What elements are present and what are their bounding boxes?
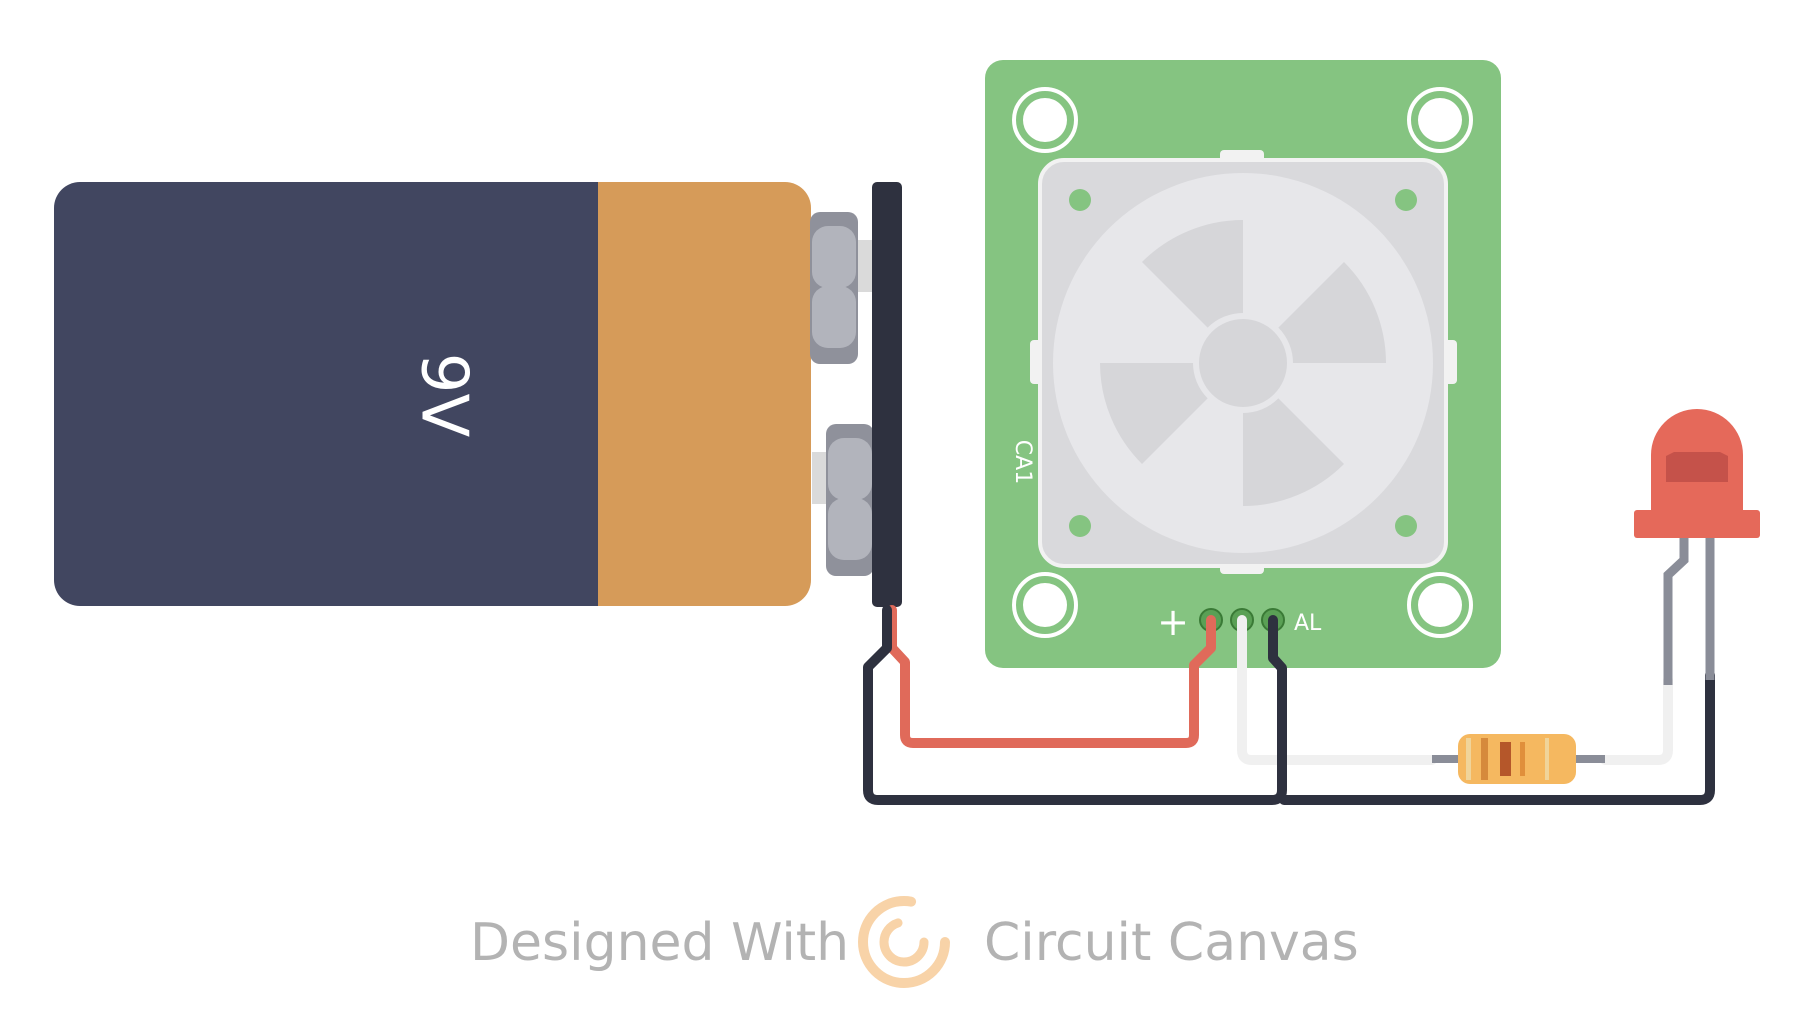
wire-white-led [1600, 675, 1673, 765]
circuit-canvas-logo-icon [858, 896, 950, 988]
wire-black-battery [863, 605, 1287, 805]
watermark-brand: Circuit Canvas [984, 913, 1359, 973]
battery-clip [872, 182, 902, 607]
led [1634, 409, 1760, 685]
resistor [1432, 734, 1605, 784]
battery-body [54, 182, 600, 606]
battery-label: 9V [406, 353, 480, 438]
sensor-ref-label: CA1 [1010, 440, 1035, 484]
sensor-module: CA1 + AL [985, 60, 1501, 668]
wires [863, 605, 1715, 805]
fan-icon [1100, 220, 1386, 506]
pin-alarm-label: AL [1294, 611, 1322, 636]
watermark: Designed With Circuit Canvas [470, 896, 1359, 988]
watermark-designed-with: Designed With [470, 913, 849, 973]
battery-9v: 9V [54, 182, 811, 606]
led-leg-anode [1663, 535, 1689, 685]
battery-band [598, 182, 811, 606]
wire-white [1237, 615, 1437, 765]
wire-black-led [1279, 670, 1715, 805]
battery-terminals [810, 182, 902, 607]
pin-plus-label: + [1157, 600, 1189, 644]
mounting-holes [1012, 87, 1473, 638]
wire-red [887, 605, 1216, 748]
